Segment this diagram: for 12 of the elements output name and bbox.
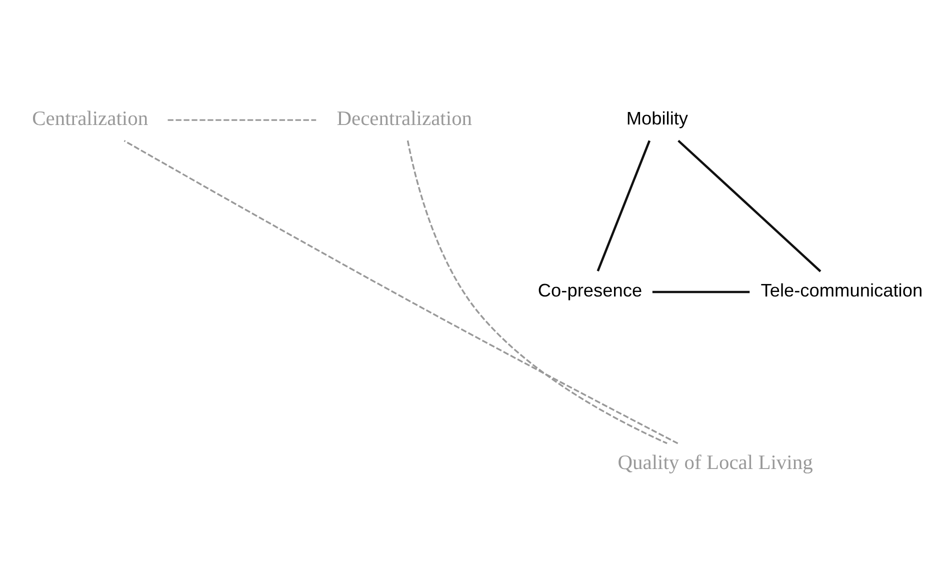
connector bbox=[124, 140, 678, 444]
node-text: Mobility bbox=[626, 108, 688, 128]
connector bbox=[678, 139, 822, 272]
node-text: Centralization bbox=[32, 108, 148, 130]
connector bbox=[168, 118, 316, 120]
node-text: Tele-communication bbox=[760, 280, 923, 300]
connector bbox=[596, 140, 651, 272]
connector bbox=[406, 140, 668, 444]
node-text: Co-presence bbox=[538, 280, 642, 300]
node-text: Decentralization bbox=[336, 108, 472, 130]
node-text: Quality of Local Living bbox=[618, 451, 813, 474]
connector bbox=[652, 290, 750, 293]
